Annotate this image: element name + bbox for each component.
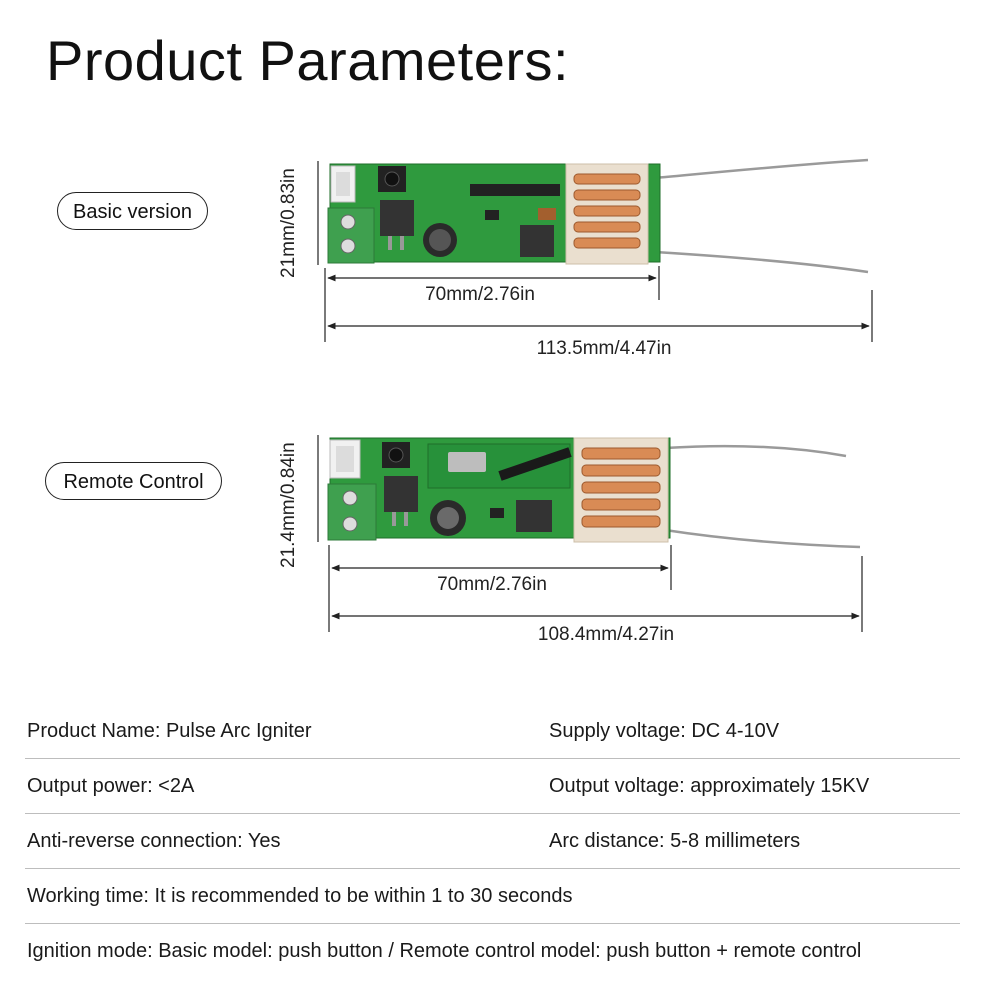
spec-arc-distance: Arc distance: 5-8 millimeters (549, 830, 801, 852)
spec-output-power: Output power: <2A (27, 775, 195, 797)
remote-control-label: Remote Control (45, 462, 222, 500)
svg-text:70mm/2.76in: 70mm/2.76in (437, 574, 547, 595)
spec-row: Output power: <2A Output voltage: approx… (25, 759, 960, 814)
spec-output-voltage: Output voltage: approximately 15KV (549, 775, 870, 797)
basic-board-image (327, 158, 869, 274)
svg-text:113.5mm/4.47in: 113.5mm/4.47in (537, 338, 672, 359)
remote-board-image (327, 437, 861, 549)
remote-total-length-dimension: 108.4mm/4.27in (328, 556, 863, 645)
basic-version-label: Basic version (57, 192, 208, 230)
svg-text:70mm/2.76in: 70mm/2.76in (425, 284, 535, 305)
spec-table: Product Name: Pulse Arc Igniter Supply v… (25, 704, 960, 978)
remote-height-dimension: 21.4mm/0.84in (278, 435, 319, 568)
spec-working-time: Working time: It is recommended to be wi… (27, 885, 573, 907)
svg-text:21.4mm/0.84in: 21.4mm/0.84in (278, 442, 299, 568)
svg-text:21mm/0.83in: 21mm/0.83in (278, 168, 299, 278)
spec-row: Anti-reverse connection: Yes Arc distanc… (25, 814, 960, 869)
product-diagram: 21mm/0.83in 70mm/2.76in 113.5mm/4.47in (278, 158, 873, 645)
basic-board-length-dimension: 70mm/2.76in (324, 266, 660, 305)
remote-board-length-dimension: 70mm/2.76in (328, 545, 672, 595)
page-title: Product Parameters: (46, 29, 570, 92)
spec-supply-voltage: Supply voltage: DC 4-10V (549, 720, 780, 742)
spec-row: Working time: It is recommended to be wi… (25, 869, 960, 924)
spec-anti-reverse: Anti-reverse connection: Yes (27, 830, 281, 852)
svg-text:108.4mm/4.27in: 108.4mm/4.27in (538, 624, 674, 645)
basic-total-length-dimension: 113.5mm/4.47in (324, 290, 873, 359)
spec-row: Ignition mode: Basic model: push button … (25, 924, 960, 978)
spec-ignition-mode: Ignition mode: Basic model: push button … (27, 940, 862, 962)
spec-product-name: Product Name: Pulse Arc Igniter (27, 720, 312, 742)
spec-row: Product Name: Pulse Arc Igniter Supply v… (25, 704, 960, 759)
basic-height-dimension: 21mm/0.83in (278, 161, 319, 278)
